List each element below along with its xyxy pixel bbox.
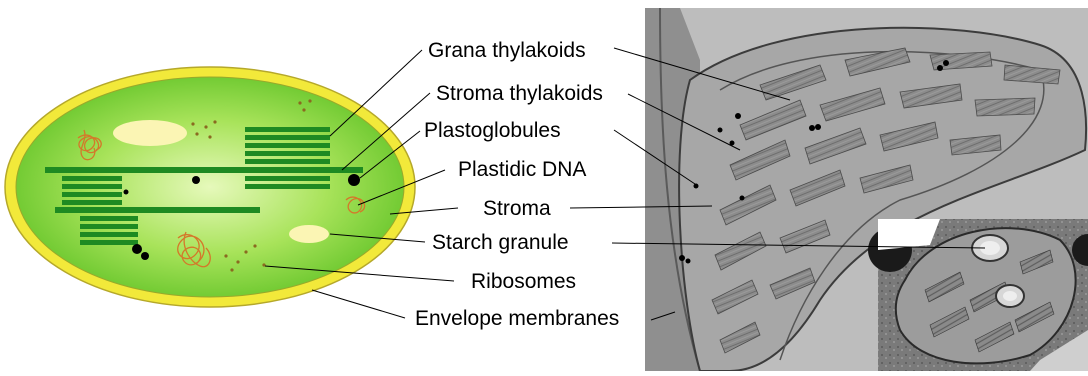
chloroplast-schematic	[5, 67, 415, 307]
label-envelope-membranes: Envelope membranes	[415, 307, 619, 331]
leader-envelope-membranes	[312, 290, 405, 318]
electron-micrograph	[645, 8, 1088, 371]
label-plastidic-dna: Plastidic DNA	[458, 158, 586, 182]
label-ribosomes: Ribosomes	[471, 270, 576, 294]
label-grana-thylakoids: Grana thylakoids	[428, 39, 586, 63]
micrograph-inset	[868, 219, 1088, 371]
label-stroma: Stroma	[483, 197, 551, 221]
starch-granule-lower	[289, 225, 329, 243]
label-plastoglobules: Plastoglobules	[424, 119, 561, 143]
starch-granule-upper	[113, 120, 187, 146]
label-stroma-thylakoids: Stroma thylakoids	[436, 82, 603, 106]
label-starch-granule: Starch granule	[432, 231, 569, 255]
